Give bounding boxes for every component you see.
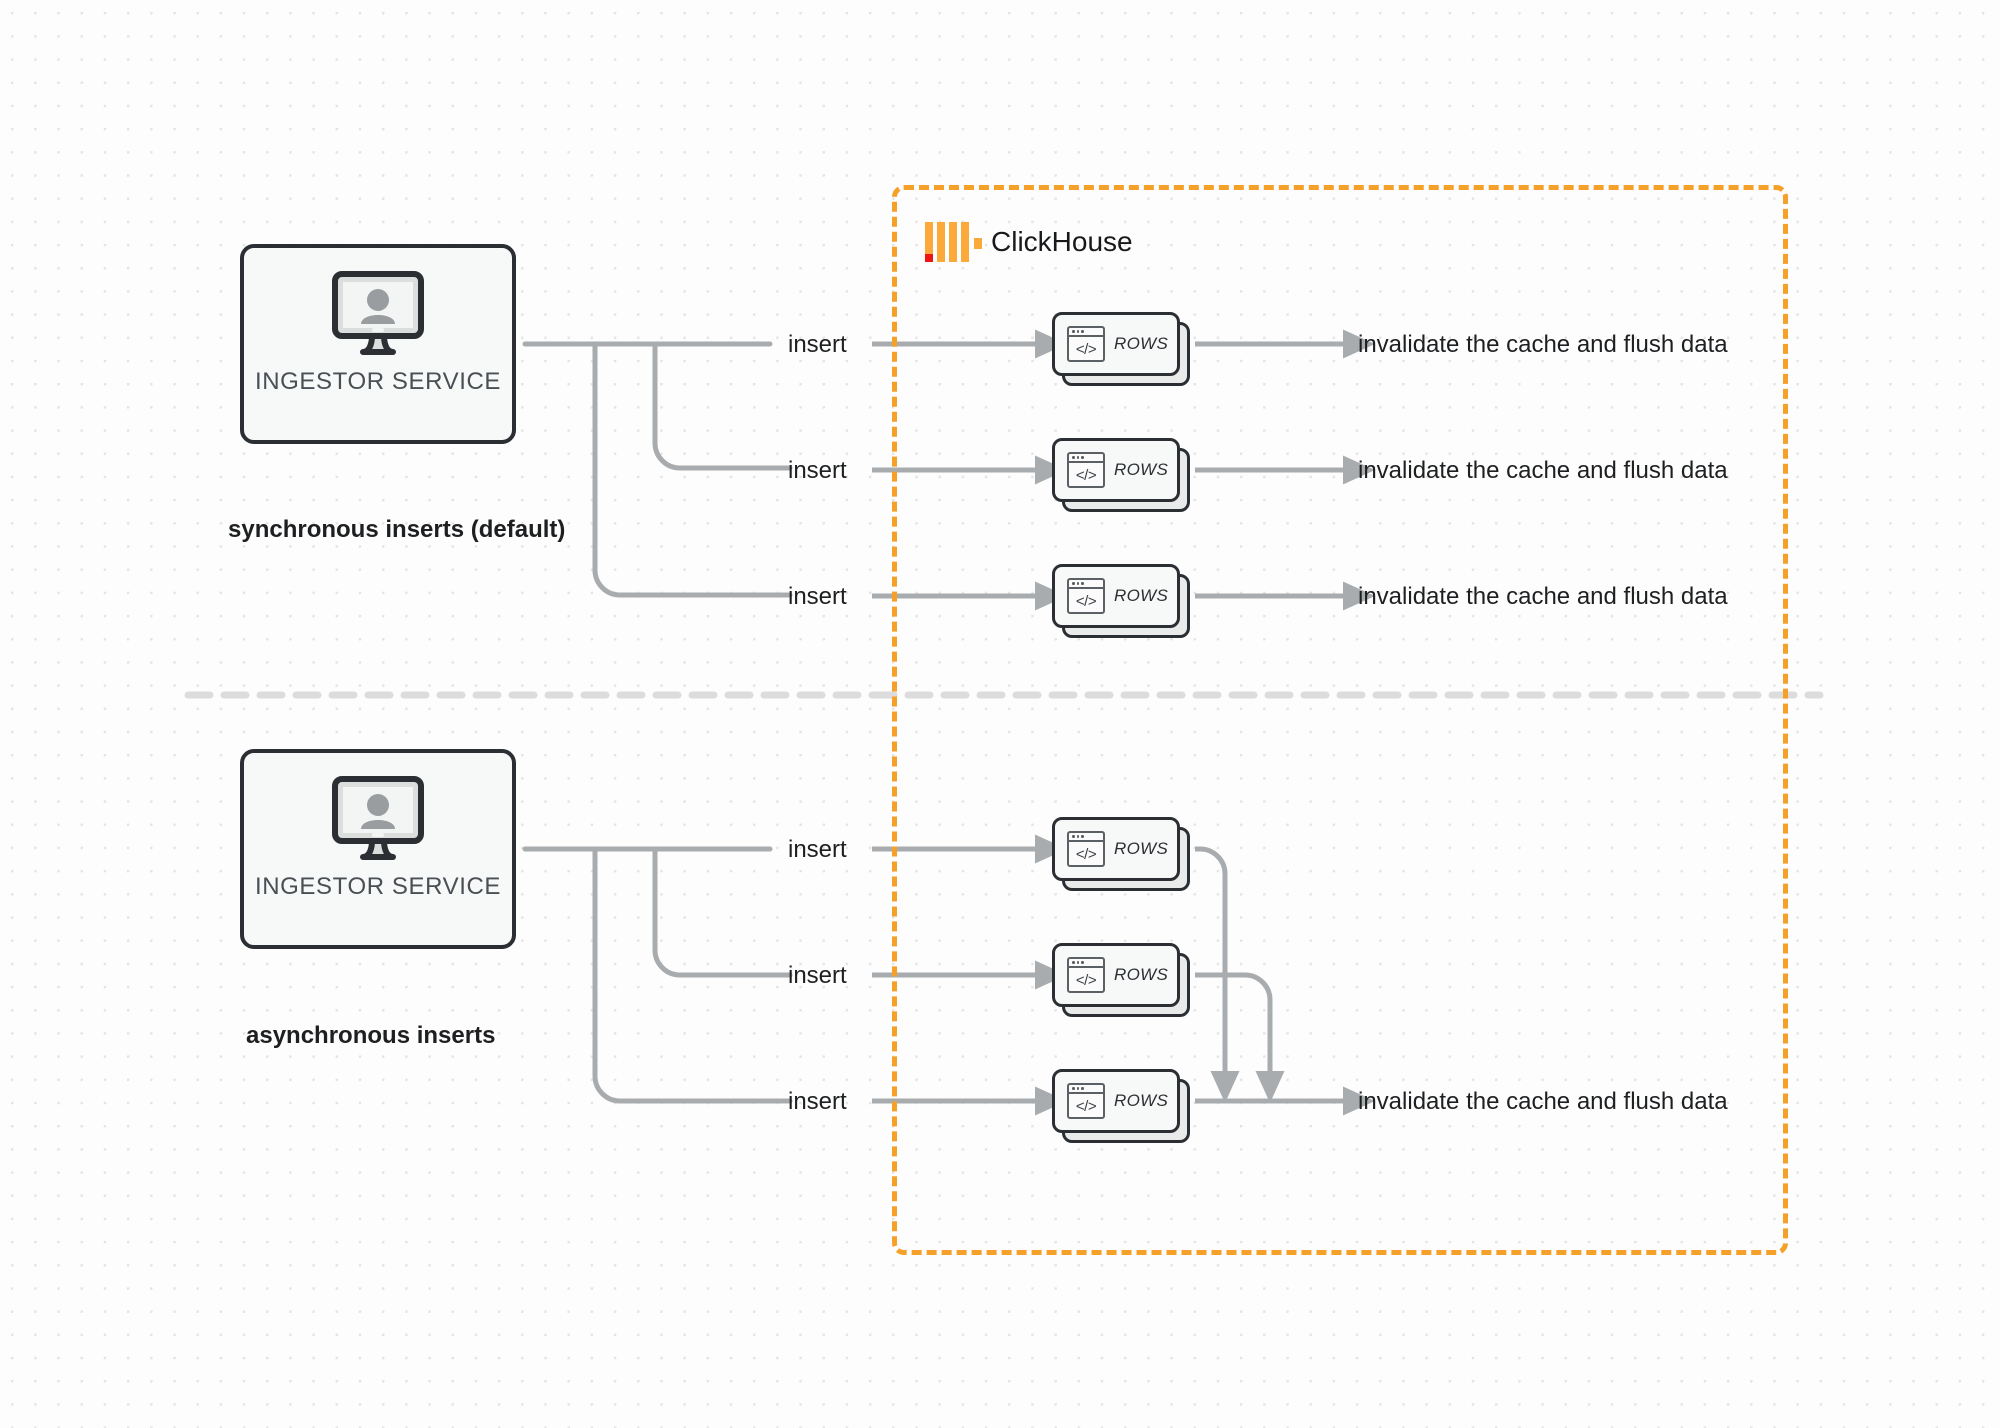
clickhouse-logo-icon	[925, 222, 982, 262]
async-rows-card-3[interactable]: </> ROWS	[1052, 1069, 1192, 1145]
sync-insert-label-1: insert	[788, 331, 847, 358]
code-window-icon: </>	[1067, 831, 1105, 867]
async-ingestor-service-node[interactable]: INGESTOR SERVICE	[240, 749, 516, 949]
sync-ingestor-service-label: INGESTOR SERVICE	[254, 368, 502, 395]
clickhouse-label: ClickHouse	[991, 226, 1133, 257]
clickhouse-brand: ClickHouse	[925, 222, 1133, 262]
rows-label: ROWS	[1114, 839, 1169, 858]
async-rows-card-2[interactable]: </> ROWS	[1052, 943, 1192, 1019]
rows-label: ROWS	[1114, 460, 1169, 479]
sync-ingestor-service-node[interactable]: INGESTOR SERVICE	[240, 244, 516, 444]
code-window-icon: </>	[1067, 1083, 1105, 1119]
sync-section-caption: synchronous inserts (default)	[228, 516, 566, 543]
async-section-caption: asynchronous inserts	[246, 1022, 496, 1049]
rows-label: ROWS	[1114, 1091, 1169, 1110]
sync-rows-card-3[interactable]: </> ROWS	[1052, 564, 1192, 640]
rows-label: ROWS	[1114, 586, 1169, 605]
code-window-icon: </>	[1067, 326, 1105, 362]
sync-flush-label-1: invalidate the cache and flush data	[1358, 331, 1728, 358]
clickhouse-boundary	[892, 185, 1788, 1255]
monitor-user-icon	[332, 271, 424, 355]
rows-label: ROWS	[1114, 965, 1169, 984]
code-window-icon: </>	[1067, 578, 1105, 614]
async-source-branch	[522, 846, 793, 1104]
sync-rows-card-1[interactable]: </> ROWS	[1052, 312, 1192, 388]
code-window-icon: </>	[1067, 452, 1105, 488]
sync-flush-label-3: invalidate the cache and flush data	[1358, 583, 1728, 610]
rows-label: ROWS	[1114, 334, 1169, 353]
sync-source-branch	[522, 341, 793, 598]
async-ingestor-service-label: INGESTOR SERVICE	[254, 873, 502, 900]
async-rows-card-1[interactable]: </> ROWS	[1052, 817, 1192, 893]
code-window-icon: </>	[1067, 957, 1105, 993]
sync-flush-label-2: invalidate the cache and flush data	[1358, 457, 1728, 484]
async-insert-label-1: insert	[788, 836, 847, 863]
sync-insert-label-3: insert	[788, 583, 847, 610]
async-merge-from-row2	[1195, 972, 1285, 1104]
async-flush-label: invalidate the cache and flush data	[1358, 1088, 1728, 1115]
async-insert-label-2: insert	[788, 962, 847, 989]
monitor-user-icon	[332, 776, 424, 860]
sync-rows-card-2[interactable]: </> ROWS	[1052, 438, 1192, 514]
sync-insert-label-2: insert	[788, 457, 847, 484]
async-insert-label-3: insert	[788, 1088, 847, 1115]
async-merge-from-row1	[1195, 846, 1240, 1104]
